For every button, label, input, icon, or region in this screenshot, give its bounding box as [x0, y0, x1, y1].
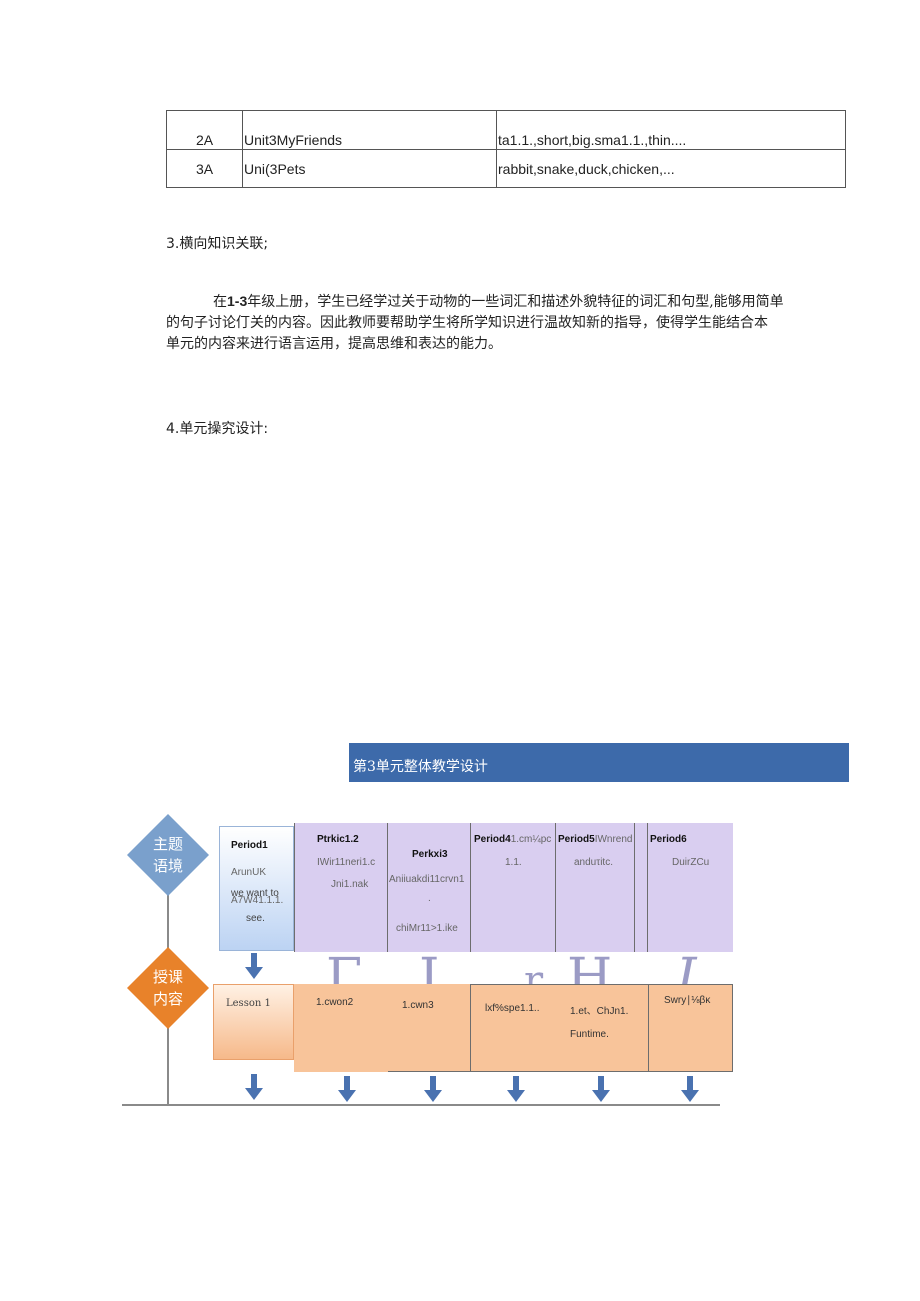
table-row: 2A Unit3MyFriends ta1.1.,short,big.sma1.… — [166, 110, 846, 150]
paragraph-line: 单元的内容来进行语言运用，提高思维和表达的能力。 — [166, 336, 502, 352]
words-cell: rabbit,snake,duck,chicken,... — [496, 149, 846, 188]
period1-box: Period1 ArunUK we want to A7W41.1.1. see… — [219, 826, 294, 951]
section4-heading: 4.单元操究设计: — [166, 421, 269, 437]
down-arrow-icon — [592, 1076, 610, 1102]
paragraph-line: 在1-3年级上册，学生已经学过关于动物的一些词汇和描述外貌特征的词汇和句型,能够… — [213, 293, 784, 310]
theme-label: 主题 语境 — [152, 835, 183, 875]
diagram-banner: 第3单元整体教学设计 — [349, 743, 849, 782]
grade-cell: 2A — [166, 110, 243, 150]
period6-box: Period6 DuirZCu — [647, 823, 733, 952]
lesson3-box: 1.cwn3 — [388, 984, 471, 1072]
lesson6-box: Swry∣⅛βκ — [648, 984, 733, 1072]
unit-cell: Uni(3Pets — [242, 149, 497, 188]
period2-box: Ptrkic1.2 IWir11neri1.c Jni1.nak — [294, 823, 388, 952]
section3-paragraph: 在1-3年级上册，学生已经学过关于动物的一些词汇和描述外貌特征的词汇和句型,能够… — [166, 291, 856, 355]
period5-box: Period5IWnrend anduτitc. — [555, 823, 635, 952]
grade-cell: 3A — [166, 149, 243, 188]
paragraph-line: 的句子讨论仃关的内容。因此教师要帮助学生将所学知识进行温故知新的指导，使得学生能… — [166, 315, 768, 331]
down-arrow-icon — [424, 1076, 442, 1102]
lesson2-box: 1.cwon2 — [294, 984, 388, 1072]
down-arrow-icon — [681, 1076, 699, 1102]
period3-box: Perkxi3 Aniiuakdi11crvn1 . chiMr11>1.ike — [387, 823, 471, 952]
lesson1-box: Lesson 1 — [213, 984, 294, 1060]
section3-heading: 3.横向知识关联; — [166, 236, 269, 252]
unit-cell: Unit3MyFriends — [242, 110, 497, 150]
table-row: 3A Uni(3Pets rabbit,snake,duck,chicken,.… — [166, 149, 846, 188]
lesson5-box: 1.et、ChJn1. Funtime. — [555, 984, 649, 1072]
vocab-table: 2A Unit3MyFriends ta1.1.,short,big.sma1.… — [166, 110, 846, 188]
down-arrow-icon — [507, 1076, 525, 1102]
down-arrow-icon — [245, 953, 263, 979]
down-arrow-icon — [338, 1076, 356, 1102]
baseline — [122, 1104, 720, 1106]
lesson4-box: lxf%spe1.1.. — [470, 984, 556, 1072]
period-gap-box — [634, 823, 648, 952]
words-cell: ta1.1.,short,big.sma1.1.,thin.... — [496, 110, 846, 150]
period4-box: Period41.cm¼pc 1.1. — [470, 823, 556, 952]
down-arrow-icon — [245, 1074, 263, 1100]
content-label: 授课 内容 — [152, 968, 183, 1008]
